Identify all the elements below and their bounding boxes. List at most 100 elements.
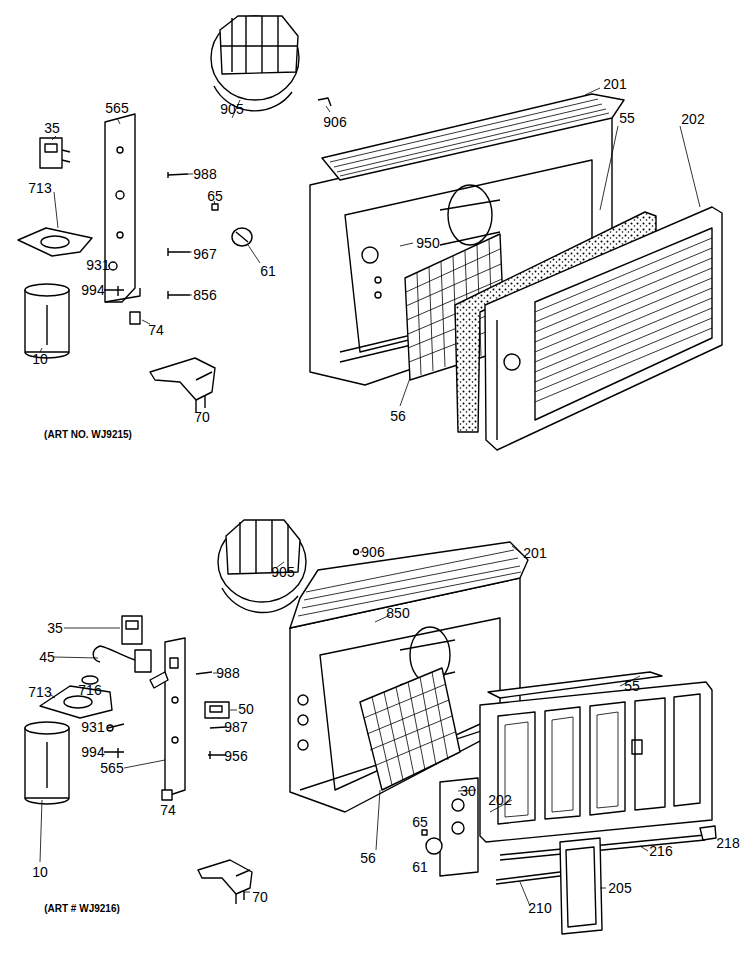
callout-number: 931 xyxy=(80,719,105,735)
front-frame-part xyxy=(505,712,618,817)
callout-number: 45 xyxy=(38,649,56,665)
wire-clip-part xyxy=(162,790,172,800)
front-grille-part xyxy=(535,238,712,402)
front-grille-part xyxy=(496,320,497,440)
cabinet-part xyxy=(375,292,381,298)
cabinet-part xyxy=(362,247,378,263)
capacitor-part xyxy=(25,290,69,352)
capacitor-bracket xyxy=(18,228,92,256)
callout-number: 905 xyxy=(270,564,295,580)
front-frame-part xyxy=(545,707,580,819)
terminal-block-part xyxy=(126,621,138,629)
screws-part xyxy=(109,262,117,270)
callout-number: 931 xyxy=(85,257,110,273)
callout-number: 65 xyxy=(411,814,429,830)
capacitor xyxy=(25,722,69,804)
clip xyxy=(318,98,331,106)
control-panel-part xyxy=(440,778,478,876)
capacitor-part xyxy=(25,284,69,296)
leader-line-part xyxy=(124,760,165,768)
callout-number: 967 xyxy=(192,246,217,262)
callout-number: 716 xyxy=(77,682,102,698)
callout-number: 202 xyxy=(487,792,512,808)
leader-line-part xyxy=(188,174,193,175)
capacitor-part xyxy=(25,798,69,804)
leader-line-part xyxy=(680,126,700,207)
front-grille-part xyxy=(535,228,712,420)
leader-line-part xyxy=(54,657,98,658)
connector xyxy=(150,358,215,412)
callout-number: 55 xyxy=(623,678,641,694)
bracket xyxy=(105,114,140,302)
callout-number: 61 xyxy=(259,263,277,279)
fan-shroud xyxy=(218,520,306,613)
connector-part xyxy=(198,860,252,894)
callout-number: 56 xyxy=(389,408,407,424)
clip-part xyxy=(318,98,331,106)
filter xyxy=(360,668,460,790)
capacitor-part xyxy=(46,305,47,345)
leader-line-part xyxy=(376,790,380,850)
callout-number: 956 xyxy=(223,748,248,764)
callout-number: 65 xyxy=(206,188,224,204)
capacitor-bracket-part xyxy=(18,228,92,256)
leader-line-part xyxy=(326,106,330,112)
clip xyxy=(354,550,359,555)
wire-clip xyxy=(130,312,140,324)
screws-part xyxy=(104,748,124,758)
callout-number: 987 xyxy=(223,719,248,735)
screws-part xyxy=(208,751,226,759)
leader-line-part xyxy=(585,88,600,95)
callout-number: 850 xyxy=(385,605,410,621)
clip-part xyxy=(354,550,359,555)
leader-line-part xyxy=(64,628,120,629)
leader-line-part xyxy=(52,136,56,140)
callout-number: 210 xyxy=(527,900,552,916)
capacitor-part xyxy=(46,742,47,788)
leader-line-part xyxy=(244,892,250,893)
cabinet-part xyxy=(448,185,492,245)
terminal-block-part xyxy=(40,138,62,168)
bracket-part xyxy=(117,147,123,153)
control-panel xyxy=(440,778,478,876)
leader-line-part xyxy=(512,546,522,554)
screws-part xyxy=(107,725,113,731)
fan-shroud-part xyxy=(220,16,298,74)
leader-line-part xyxy=(400,243,413,246)
callout-number: 856 xyxy=(192,287,217,303)
cabinet-part xyxy=(298,695,308,705)
control-panel-part xyxy=(452,822,464,834)
callout-number: 905 xyxy=(219,101,244,117)
terminal-block xyxy=(40,138,70,168)
callout-number: 70 xyxy=(193,409,211,425)
callout-number: 201 xyxy=(522,545,547,561)
knob xyxy=(232,228,252,246)
front-grille-part xyxy=(504,354,520,370)
bracket-part xyxy=(105,114,135,302)
callout-number: 202 xyxy=(680,111,705,127)
bracket-part xyxy=(165,638,185,795)
relay xyxy=(205,702,229,718)
screws-part xyxy=(212,204,218,210)
leader-line xyxy=(40,546,648,906)
leader-line-part xyxy=(230,710,237,711)
control-panel-part xyxy=(452,799,464,811)
capacitor-bracket-part xyxy=(41,236,69,248)
screws-part xyxy=(168,291,190,299)
relay-part xyxy=(210,706,222,712)
callout-number: 30 xyxy=(459,783,477,799)
capacitor-part xyxy=(25,722,69,734)
callout-number: 713 xyxy=(27,684,52,700)
screws-part xyxy=(210,727,226,728)
callout-number: 218 xyxy=(715,835,740,851)
cabinet-part xyxy=(375,277,381,283)
callout-number: 988 xyxy=(215,665,240,681)
callout-number: 201 xyxy=(602,76,627,92)
callout-number: 988 xyxy=(192,166,217,182)
leader-line-part xyxy=(117,118,120,124)
screws-part xyxy=(168,248,190,256)
terminal-block-part xyxy=(122,616,142,644)
callout-number: 74 xyxy=(147,322,165,338)
